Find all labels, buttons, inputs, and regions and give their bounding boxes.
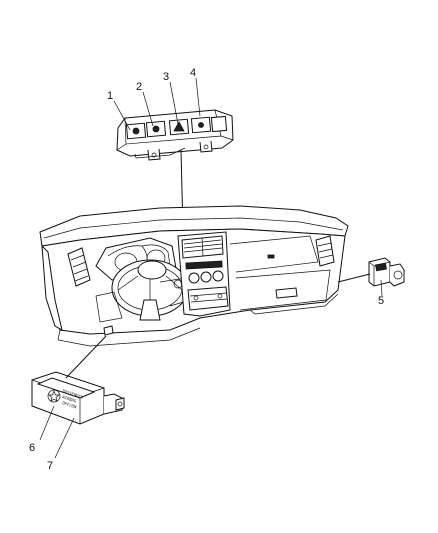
module-label-line2: AIRBAG (62, 394, 78, 403)
left-vent (67, 247, 91, 287)
callout-labels: 1 2 3 4 5 6 7 (29, 67, 384, 472)
center-stack (177, 231, 231, 317)
callout-7: 7 (47, 460, 53, 472)
module-wire (65, 335, 107, 379)
callout-5: 5 (378, 295, 384, 307)
callout-1: 1 (107, 90, 113, 102)
switch-2 (145, 120, 167, 138)
callout-4: 4 (190, 67, 196, 79)
module-label-line3: OFF/ON (62, 400, 78, 409)
module-label-line1: PASSENGER (62, 388, 85, 400)
callout-2: 2 (136, 81, 142, 93)
switch-5-wire (337, 273, 371, 283)
callout-3: 3 (163, 71, 169, 83)
right-vent (315, 235, 335, 267)
switch-3 (168, 118, 190, 136)
switch-4 (190, 115, 228, 134)
airbag-control-module: PASSENGER AIRBAG OFF/ON (31, 371, 125, 425)
switch-1 (125, 122, 147, 140)
switch-item-5 (368, 257, 405, 287)
callout-6: 6 (29, 442, 35, 454)
glove-box (235, 269, 331, 311)
leader-lines (39, 77, 383, 459)
switch-bank-assembly (116, 109, 234, 161)
instrument-panel (39, 205, 349, 347)
